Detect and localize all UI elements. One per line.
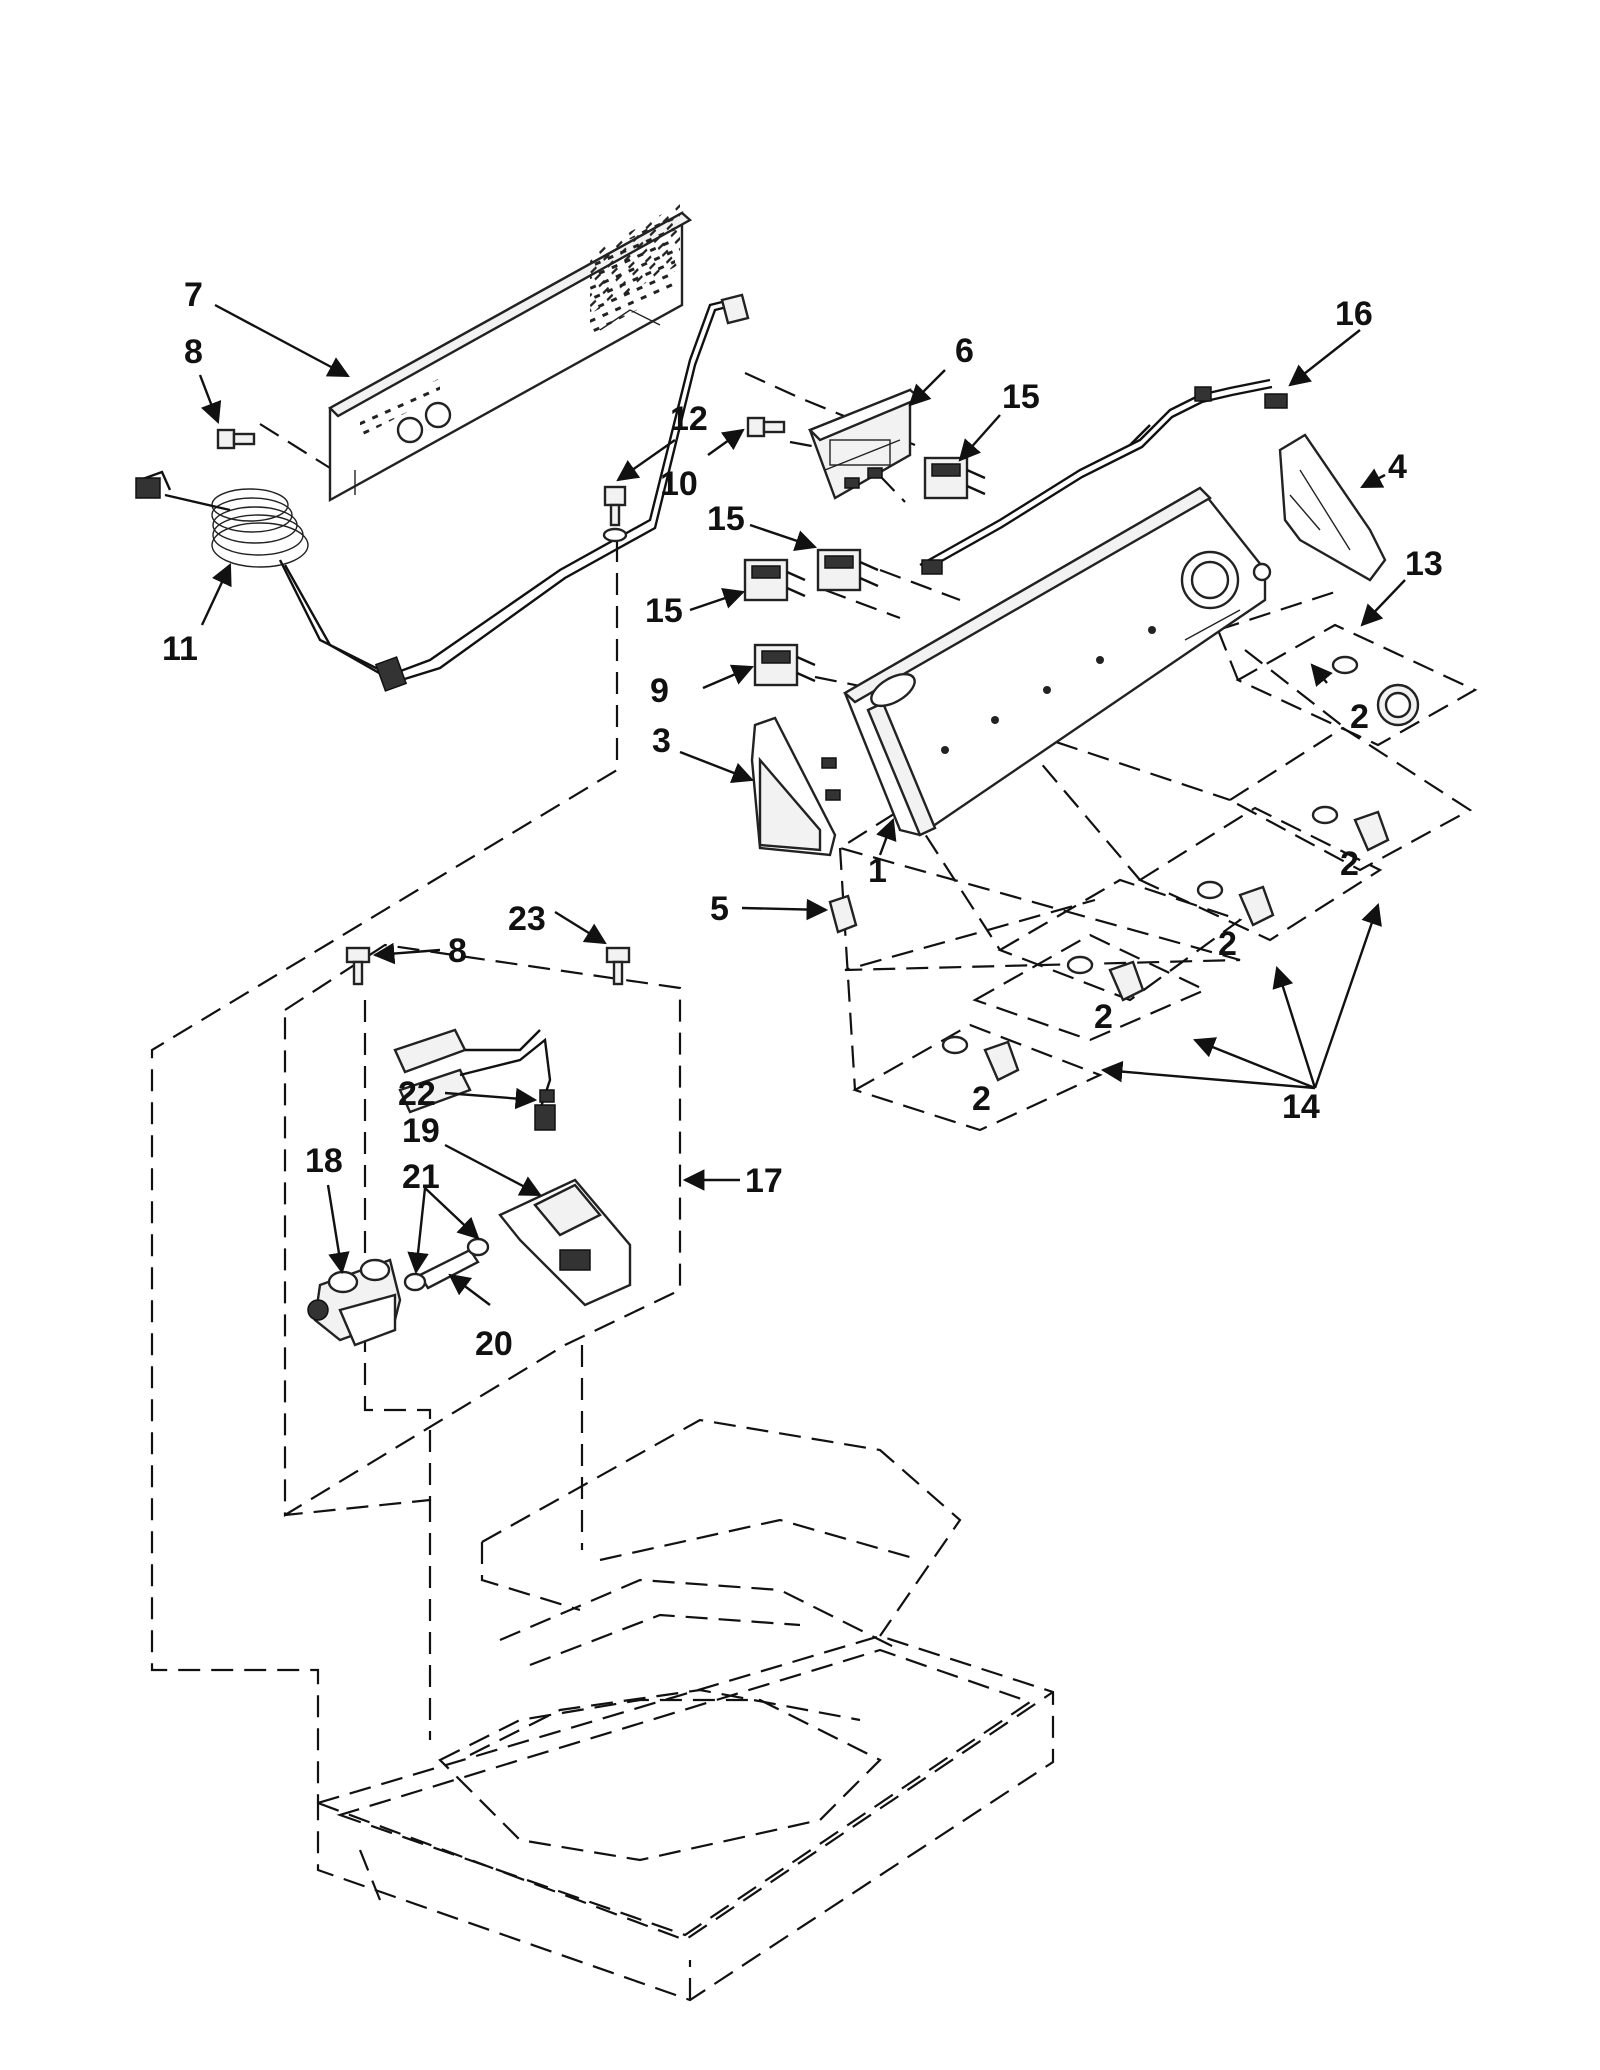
knob-part-2b bbox=[1311, 805, 1390, 852]
right-end-cap-part bbox=[1278, 433, 1387, 582]
callout-10: 10 bbox=[660, 465, 698, 503]
callout-21: 21 bbox=[402, 1158, 440, 1196]
switch-part-15c bbox=[743, 558, 806, 602]
knob-part-2c bbox=[1196, 880, 1275, 927]
callout-9: 9 bbox=[650, 672, 669, 710]
knob-part-2a bbox=[1331, 655, 1420, 727]
callout-15: 15 bbox=[707, 500, 745, 538]
callout-18: 18 bbox=[305, 1142, 343, 1180]
callout-1: 1 bbox=[868, 852, 887, 890]
callout-3: 3 bbox=[652, 722, 671, 760]
screw-part-23 bbox=[605, 946, 631, 986]
rear-panel-part bbox=[328, 204, 693, 503]
control-board-part bbox=[807, 388, 923, 500]
assembly-leader-lines bbox=[150, 371, 1478, 1803]
callout-22: 22 bbox=[398, 1075, 436, 1113]
screw-part-8-lower bbox=[345, 946, 371, 986]
dispenser-part-19 bbox=[498, 1178, 632, 1307]
console-part bbox=[842, 486, 1272, 837]
hose-part-20 bbox=[418, 1248, 480, 1290]
screw-part-10 bbox=[746, 416, 786, 438]
bolt-part-12 bbox=[602, 485, 628, 543]
callout-2: 2 bbox=[972, 1080, 991, 1118]
screw-part-8-top bbox=[216, 428, 256, 450]
callout-23: 23 bbox=[508, 900, 546, 938]
callout-8: 8 bbox=[184, 333, 203, 371]
clamp-part-21a bbox=[466, 1237, 490, 1257]
switch-part-15b bbox=[816, 548, 879, 592]
knob-part-2d bbox=[1066, 955, 1145, 1002]
power-cord-part bbox=[135, 293, 750, 692]
switch-part-9 bbox=[753, 643, 816, 687]
callout-15: 15 bbox=[645, 592, 683, 630]
callout-14: 14 bbox=[1282, 1088, 1320, 1126]
clamp-part-21b bbox=[403, 1272, 427, 1292]
callout-labels: 1 2 2 2 2 2 2 3 4 5 6 7 8 8 9 10 11 12 1… bbox=[162, 276, 1443, 1363]
callout-8: 8 bbox=[448, 932, 467, 970]
callout-6: 6 bbox=[955, 332, 974, 370]
callout-2: 2 bbox=[1218, 925, 1237, 963]
callout-2: 2 bbox=[1094, 998, 1113, 1036]
callout-15: 15 bbox=[1002, 378, 1040, 416]
callout-leader-arrows bbox=[198, 303, 1406, 1306]
callout-16: 16 bbox=[1335, 295, 1373, 333]
callout-17: 17 bbox=[745, 1162, 783, 1200]
switch-part-15a bbox=[923, 456, 986, 500]
callout-2: 2 bbox=[1350, 698, 1369, 736]
callout-11: 11 bbox=[162, 630, 198, 668]
callout-4: 4 bbox=[1388, 448, 1407, 486]
wire-harness-part bbox=[919, 378, 1288, 575]
callout-19: 19 bbox=[402, 1112, 440, 1150]
clip-part-5 bbox=[828, 894, 858, 934]
callout-2: 2 bbox=[1340, 845, 1359, 883]
left-end-cap-part bbox=[750, 716, 841, 857]
callout-13: 13 bbox=[1405, 545, 1443, 583]
water-valve-part-18 bbox=[307, 1258, 402, 1347]
washer-top-frame bbox=[316, 1418, 1055, 2002]
knob-part-2e bbox=[941, 1035, 1020, 1082]
callout-5: 5 bbox=[710, 890, 729, 928]
callout-12: 12 bbox=[670, 400, 708, 438]
callout-20: 20 bbox=[475, 1325, 513, 1363]
callout-7: 7 bbox=[184, 276, 203, 314]
wiring-part-22 bbox=[393, 1028, 556, 1131]
